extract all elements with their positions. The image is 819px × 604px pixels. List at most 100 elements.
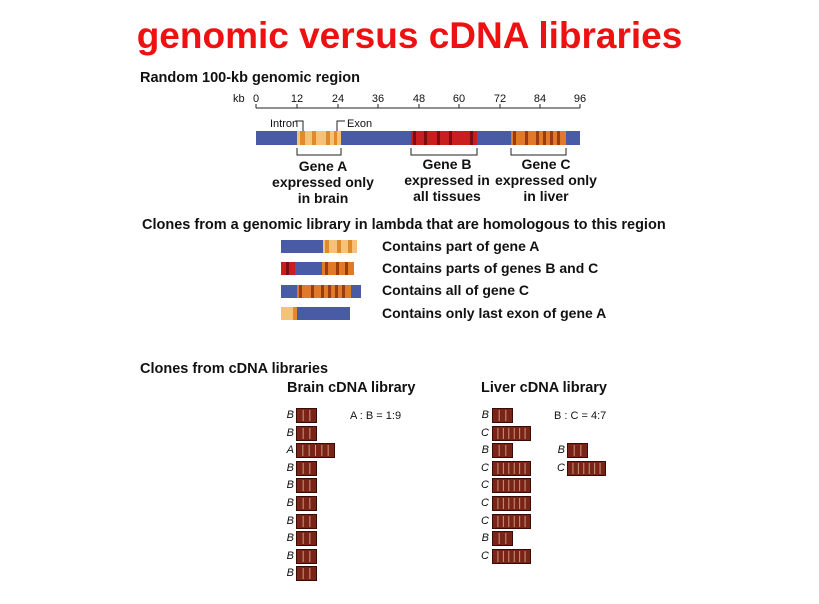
cdna-clone-bar-c <box>492 548 531 564</box>
region-heading: Random 100-kb genomic region <box>140 70 360 86</box>
exon-pointer <box>336 120 345 132</box>
cdna-clone-bar-b <box>296 460 317 476</box>
cdna-clone-bar-b <box>492 443 513 459</box>
cdna-clone-letter: B <box>481 409 489 421</box>
cdna-clone-letter: B <box>286 532 294 545</box>
genomic-clone-2-label: Contains parts of genes B and C <box>382 260 599 276</box>
gene-b-tissue: all tissues <box>413 188 481 204</box>
cdna-clone-bar-b <box>296 531 317 547</box>
cdna-clone-letter: C <box>481 461 489 474</box>
tick-96: 96 <box>573 93 587 105</box>
cdna-clone-bar-c <box>492 478 531 494</box>
cdna-clone-bar-b <box>296 408 317 423</box>
cdna-clone-body <box>492 478 531 494</box>
exon-label: Exon <box>347 118 373 130</box>
genomic-clone-1 <box>281 240 357 253</box>
liver-library-heading: Liver cDNA library <box>481 380 607 396</box>
cdna-clone-body <box>567 443 588 458</box>
tick-72: 72 <box>493 93 507 105</box>
gene-b-segment <box>411 131 477 145</box>
cdna-clone-bar-b <box>296 496 317 511</box>
cdna-clone-letter: C <box>481 549 489 562</box>
cdna-clone-letter: B <box>286 461 294 474</box>
brain-library-heading: Brain cDNA library <box>287 380 416 396</box>
cdna-clone-bar-c <box>492 513 531 529</box>
cdna-clone-bar-b <box>296 548 317 564</box>
tick-12: 12 <box>290 93 304 105</box>
kb-ruler <box>255 104 581 109</box>
cdna-clone-body <box>492 513 531 529</box>
cdna-clone-bar-b <box>296 478 317 494</box>
tick-84: 84 <box>533 93 547 105</box>
genomic-clone-4-label: Contains only last exon of gene A <box>382 305 607 321</box>
cdna-clone-letter: B <box>286 549 294 562</box>
cdna-clone-body <box>492 425 531 441</box>
cdna-clone-letter: B <box>286 479 294 492</box>
cdna-clone-body <box>567 460 606 476</box>
cdna-clone-bar-c <box>492 496 531 511</box>
cdna-clone-bar-c <box>492 425 531 441</box>
brain-ratio: A : B = 1:9 <box>350 410 402 422</box>
genomic-clone-2 <box>281 262 354 275</box>
gene-c-expression: expressed only <box>495 172 597 188</box>
cdna-clone-bar-b <box>296 513 317 529</box>
gene-c-caption: Gene C expressed only in liver <box>485 156 607 204</box>
cdna-clone-body <box>296 425 317 441</box>
cdna-heading: Clones from cDNA libraries <box>140 361 329 377</box>
cdna-clone-body <box>296 548 317 564</box>
cdna-clone-bar-c <box>492 460 531 476</box>
cdna-clone-letter: B <box>286 514 294 527</box>
genomic-clone-1-label: Contains part of gene A <box>382 238 540 254</box>
gene-a-caption: Gene A expressed only in brain <box>262 158 384 206</box>
tick-60: 60 <box>452 93 466 105</box>
genomic-clone-3-label: Contains all of gene C <box>382 282 530 298</box>
gene-a-segment <box>297 131 341 145</box>
intron-label: Intron <box>270 118 299 130</box>
cdna-clone-body <box>492 531 513 547</box>
gene-a-name: Gene A <box>298 158 348 174</box>
tick-0: 0 <box>252 93 260 105</box>
gene-c-name: Gene C <box>521 156 571 172</box>
genomic-clones-heading: Clones from a genomic library in lambda … <box>142 217 666 233</box>
cdna-clone-letter: C <box>481 514 489 527</box>
cdna-clone-bar-a <box>296 443 335 459</box>
gene-b-expression: expressed in <box>404 172 490 188</box>
gene-b-caption: Gene B expressed in all tissues <box>386 156 508 204</box>
page-title: genomic versus cDNA libraries <box>136 15 683 56</box>
cdna-clone-body <box>492 548 531 564</box>
cdna-clone-letter: B <box>557 444 565 456</box>
cdna-clone-body <box>296 566 317 582</box>
cdna-clone-body <box>492 460 531 476</box>
liver-ratio: B : C = 4:7 <box>554 410 607 422</box>
gene-c-segment <box>511 131 566 145</box>
cdna-clone-body <box>492 496 531 511</box>
cdna-clone-letter: C <box>481 479 489 492</box>
cdna-clone-letter: A <box>286 444 294 457</box>
cdna-clone-letter: B <box>481 444 489 457</box>
cdna-clone-body <box>296 460 317 476</box>
cdna-clone-body <box>296 513 317 529</box>
cdna-clone-body <box>296 408 317 423</box>
cdna-clone-body <box>492 408 513 423</box>
genomic-bar <box>256 131 580 145</box>
tick-48: 48 <box>412 93 426 105</box>
gene-a-tissue: in brain <box>297 190 349 206</box>
gene-c-tissue: in liver <box>523 188 569 204</box>
gene-a-expression: expressed only <box>272 174 374 190</box>
gene-b-name: Gene B <box>422 156 472 172</box>
cdna-clone-bar-b <box>296 425 317 441</box>
cdna-clone-letter: B <box>286 497 294 509</box>
cdna-clone-letter: C <box>481 497 489 509</box>
genomic-clone-3 <box>281 285 361 298</box>
cdna-clone-letter: B <box>481 532 489 545</box>
cdna-clone-bar-b <box>492 408 513 423</box>
cdna-clone-letter: C <box>481 426 489 439</box>
cdna-clone-body <box>296 531 317 547</box>
intron-pointer <box>295 120 304 132</box>
cdna-clone-bar-b <box>492 531 513 547</box>
tick-24: 24 <box>331 93 345 105</box>
cdna-clone-letter: C <box>557 461 565 474</box>
cdna-clone-body <box>296 478 317 494</box>
tick-36: 36 <box>371 93 385 105</box>
